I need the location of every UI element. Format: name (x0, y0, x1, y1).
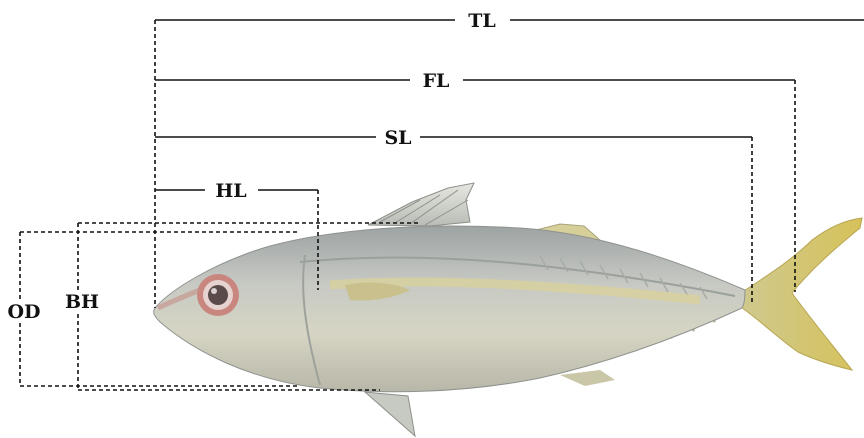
od-label: OD (7, 301, 40, 323)
fish-illustration (154, 183, 862, 436)
tl-label: TL (468, 10, 496, 32)
hl-label: HL (215, 180, 246, 202)
anal-fin (560, 370, 615, 386)
bh-label: BH (65, 291, 99, 313)
sl-label: SL (384, 127, 411, 149)
fl-label: FL (423, 70, 450, 92)
caudal-fin (738, 218, 862, 370)
pelvic-fin (365, 392, 415, 436)
eye (197, 274, 239, 316)
fish-body (154, 226, 745, 392)
